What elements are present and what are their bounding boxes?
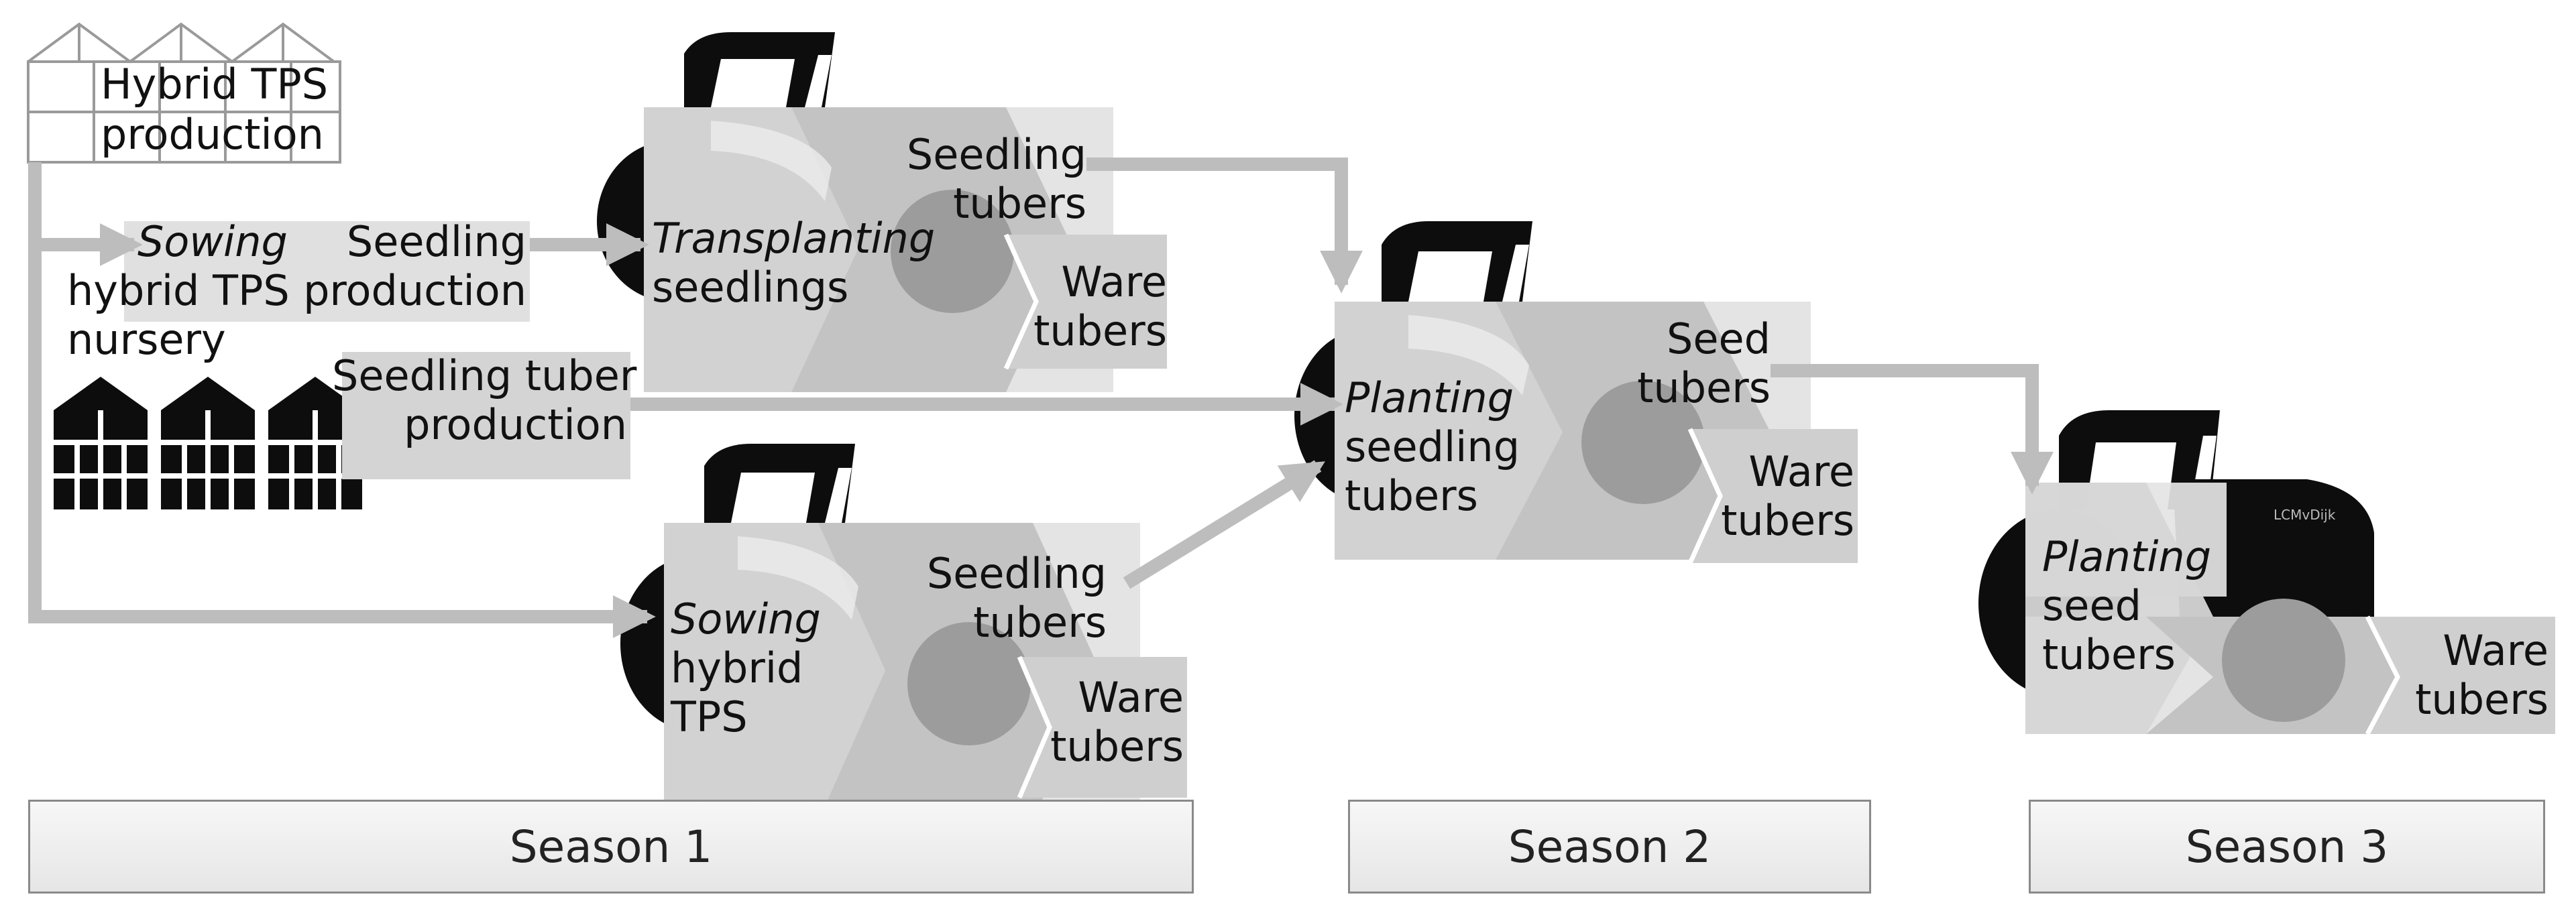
tractor-scene-planting-seedling [1294,221,1858,564]
planting-seedling-verb: Planting [1345,373,1514,422]
greenhouse-icon [27,22,341,164]
season2-seed-tubers-line2: tubers [1637,363,1771,412]
sowing-nursery-verb: Sowing [137,217,288,266]
sowing-nursery-line3: nursery [67,315,226,364]
arrow-seedling-tubers-to-season2 [1086,158,1363,294]
arrow-sowing-to-season2 [1123,460,1325,589]
season-2-bar: Season 2 [1348,800,1871,894]
sowing-field-line2: hybrid [671,644,803,692]
tractor-scene-planting-seed: LCMvDijk [1978,410,2555,735]
seedling-tuber-production-panel [342,352,630,479]
season3-ware-tubers-line2: tubers [2415,675,2549,724]
season2-ware-tubers-line1: Ware [1748,447,1854,496]
hybrid-tps-label: Hybrid TPS [101,60,329,109]
season1-seedling-tubers-line1: Seedling [906,130,1086,179]
planting-seedling-line2: seedling [1345,422,1520,471]
arrow-seed-tubers-to-season3 [1771,364,2054,495]
seedling-tuber-production-line1: Seedling tuber [332,351,637,400]
planting-seed-verb: Planting [2042,532,2212,581]
sowing-field-line3: TPS [671,692,748,741]
season3-ware-tubers-line1: Ware [2443,626,2549,675]
planting-seed-line3: tubers [2042,630,2176,679]
tractor-brand-label: LCMvDijk [2274,507,2336,523]
transplanting-line2: seedlings [652,263,849,312]
sowing-nursery-line2: hybrid TPS [67,266,290,315]
planting-seed-line2: seed [2042,581,2141,630]
sowing-field-verb: Sowing [671,595,821,644]
seedling-production-line2: production [303,266,526,315]
planting-seedling-line3: tubers [1345,471,1478,520]
arrow-main-trunk [28,162,656,639]
season-3-bar: Season 3 [2029,800,2545,894]
season1-ware-tubers-top-line2: tubers [1033,306,1167,355]
season2-seed-tubers-line1: Seed [1667,314,1771,363]
season1-seedling-tubers-bottom-line1: Seedling [926,549,1107,598]
hybrid-tps-label-2: production [101,110,324,159]
season1-seedling-tubers-bottom-line2: tubers [973,598,1107,647]
season1-ware-tubers-bottom-line2: tubers [1050,722,1184,771]
tractor-scene-sowing [620,444,1187,821]
seedling-production-line1: Seedling [346,217,526,266]
season1-seedling-tubers-line2: tubers [953,179,1086,228]
seedling-production-panel [124,221,530,322]
season1-ware-tubers-top-line1: Ware [1061,257,1167,306]
nursery-greenhouses-icon [54,377,362,509]
tractor-scene-transplanting [597,32,1167,392]
season2-ware-tubers-line2: tubers [1721,496,1854,545]
transplanting-verb: Transplanting [652,214,936,263]
seedling-tuber-production-line2: production [404,400,627,449]
season1-ware-tubers-bottom-line1: Ware [1078,673,1184,722]
flow-arrows [28,158,2054,639]
season-1-bar: Season 1 [28,800,1194,894]
